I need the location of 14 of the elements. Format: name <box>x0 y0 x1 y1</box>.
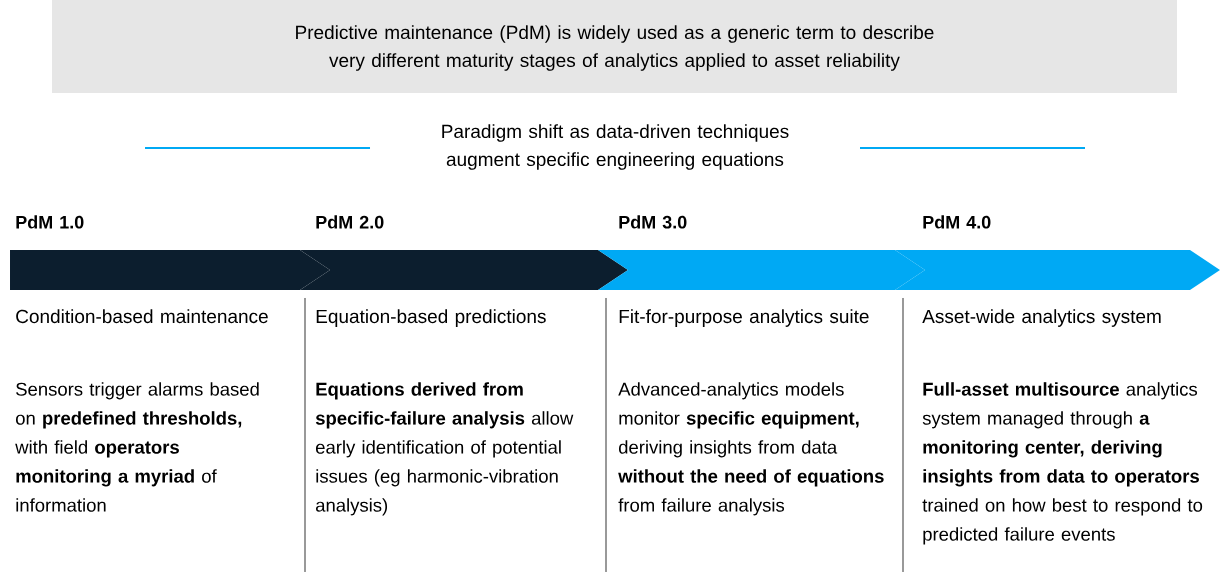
stage-title: Equation-based predictions <box>316 309 546 327</box>
stage-heading: PdM 2.0 <box>316 215 384 229</box>
stage-heading: PdM 3.0 <box>619 215 687 229</box>
stage-description: Sensors trigger alarms based on predefined thresholds, with field operators monitoring a myriad of information <box>15 382 259 512</box>
stage-description: Equations derived from specific-failure analysis allow early identification of potential issues (eg harmonic-vibration analysis) <box>315 382 574 516</box>
stage-title: Asset-wide analytics system <box>922 309 1161 327</box>
stage-description: Full-asset multisource analytics system managed through a monitoring center, deriving insights from data to operators trained on how best to respond to predicted failure events <box>922 382 1203 545</box>
stage-heading: PdM 4.0 <box>923 215 991 229</box>
title-banner: Predictive maintenance (PdM) is widely used as a generic term to describe very different maturity stages of analytics applied to asset reliability <box>52 0 1177 93</box>
stage-title: Condition-based maintenance <box>16 309 268 324</box>
stage-description: Advanced-analytics models monitor specific equipment, deriving insights from data without the need of equations from failure analysis <box>618 382 884 516</box>
stage-heading: PdM 1.0 <box>16 215 84 229</box>
stage-title: Fit-for-purpose analytics suite <box>619 309 869 327</box>
subtitle-text: Paradigm shift as data-driven techniques augment specific engineering equations <box>442 124 789 170</box>
